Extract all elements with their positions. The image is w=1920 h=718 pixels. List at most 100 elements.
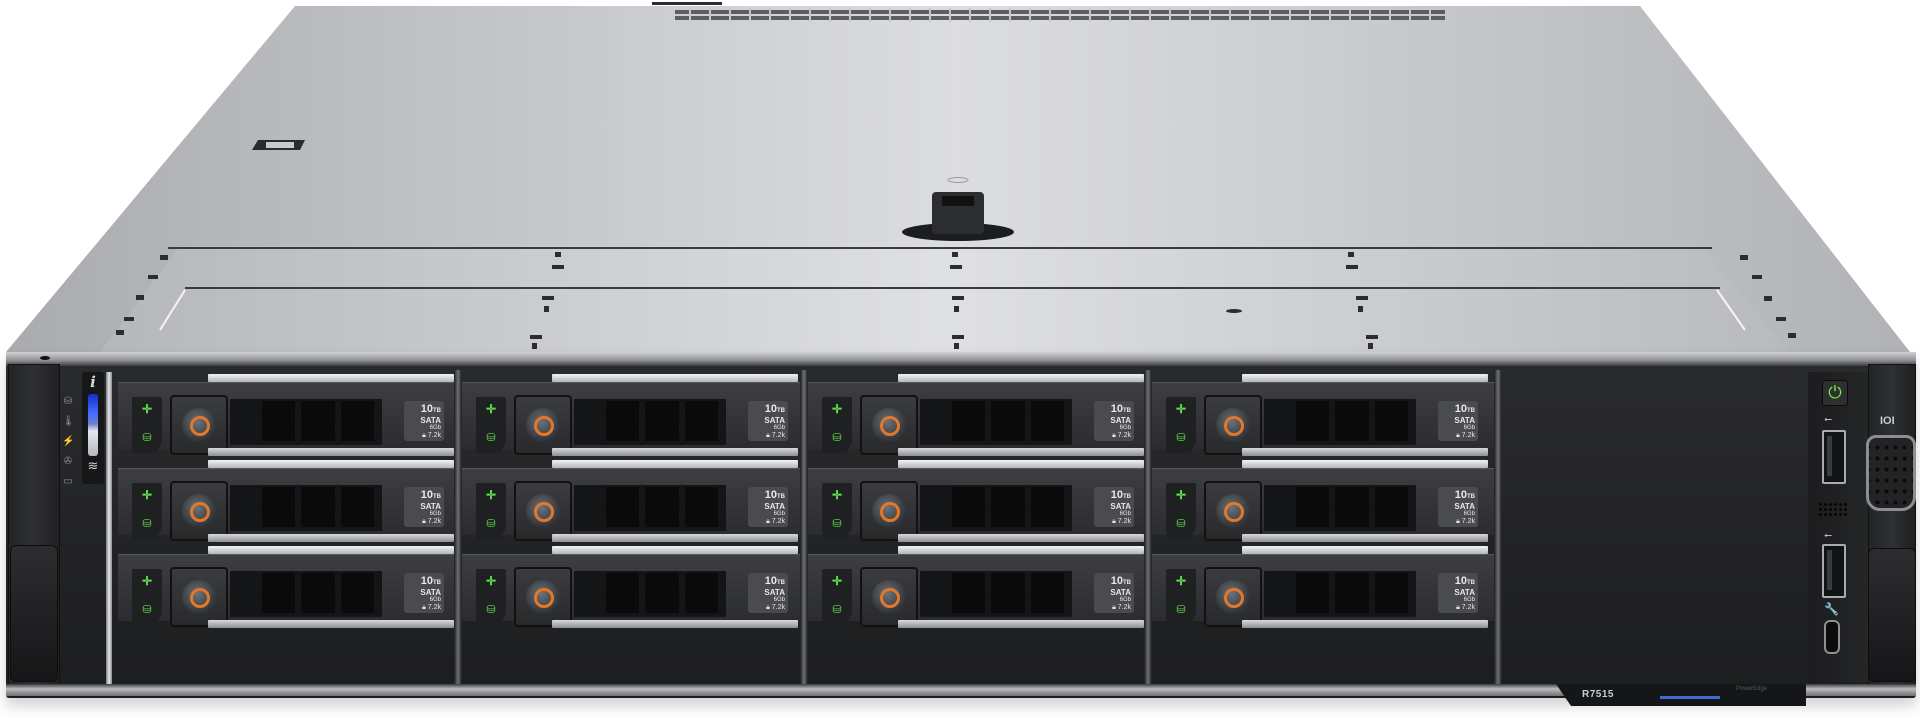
idrac-direct-port[interactable] — [1824, 620, 1840, 654]
drive-interface: SATA — [420, 416, 441, 425]
drive-activity-led-icon: ✛ — [831, 402, 843, 416]
release-ring-icon — [1224, 588, 1244, 608]
drive-rail-bottom — [208, 448, 454, 456]
drive-grille — [574, 485, 726, 531]
front-top-rail — [6, 352, 1916, 366]
drive-release-button[interactable] — [514, 567, 572, 627]
drive-release-button[interactable] — [170, 567, 228, 627]
drive-release-button[interactable] — [860, 567, 918, 627]
drive-rpm: 7.2k — [427, 604, 441, 611]
drive-capacity: 10 — [420, 575, 433, 587]
drive-rpm: 7.2k — [771, 604, 785, 611]
drive-rail-top — [1242, 460, 1488, 468]
release-knob — [872, 580, 906, 614]
drive-link-speed: 6Gb — [773, 425, 785, 431]
lock-icon: 🔒︎ — [1112, 432, 1118, 439]
drive-release-button[interactable] — [860, 395, 918, 455]
drive-grille — [230, 399, 382, 445]
usb-port-2[interactable] — [1822, 544, 1846, 598]
vga-icon: IOI — [1880, 415, 1895, 427]
right-rack-handle[interactable] — [1868, 548, 1916, 682]
system-id-info-icon[interactable]: i — [90, 373, 96, 391]
system-health-icons: ⛁ 🌡 ⚡ ✇ ▭ — [62, 396, 76, 496]
drive-status-led-icon: ⛁ — [832, 432, 842, 444]
tag-accent-bar — [1660, 696, 1720, 699]
drive-rail-bottom — [1242, 534, 1488, 542]
drive-grille — [230, 571, 382, 617]
release-knob — [1216, 494, 1250, 528]
model-tag: R7515 PowerEdge — [1556, 684, 1806, 706]
drive-link-speed: 6Gb — [429, 511, 441, 517]
drive-release-button[interactable] — [514, 481, 572, 541]
lock-icon: 🔒︎ — [766, 432, 772, 439]
drive-rail-top — [898, 546, 1144, 554]
drive-activity-led-icon: ✛ — [141, 402, 153, 416]
drive-capacity-unit: TB — [1467, 494, 1475, 500]
drive-capacity-unit: TB — [777, 408, 785, 414]
release-knob — [872, 408, 906, 442]
drive-release-button[interactable] — [514, 395, 572, 455]
drive-interface: SATA — [1454, 502, 1475, 511]
left-rack-handle[interactable] — [10, 545, 58, 682]
drive-capacity: 10 — [1454, 403, 1467, 415]
drive-led-panel: ✛⛁ — [476, 569, 506, 625]
drive-activity-led-icon: ✛ — [485, 402, 497, 416]
lock-icon: 🔒︎ — [1456, 604, 1462, 611]
drive-activity-led-icon: ✛ — [141, 574, 153, 588]
usb-port-1[interactable] — [1822, 430, 1846, 484]
rack-screw — [40, 356, 50, 360]
drive-capacity: 10 — [1110, 403, 1123, 415]
drive-release-button[interactable] — [1204, 481, 1262, 541]
drive-interface: SATA — [1110, 588, 1131, 597]
drive-rail-top — [552, 460, 798, 468]
drive-capacity-unit: TB — [1123, 408, 1131, 414]
drive-release-button[interactable] — [1204, 567, 1262, 627]
usb-icon: ⭠ — [1824, 530, 1832, 541]
drive-release-button[interactable] — [170, 395, 228, 455]
drive-interface: SATA — [764, 502, 785, 511]
drive-led-panel: ✛⛁ — [132, 397, 162, 453]
drive-grille — [1264, 485, 1416, 531]
drive-rpm: 7.2k — [427, 518, 441, 525]
release-ring-icon — [534, 502, 554, 522]
drive-status-led-icon: ⛁ — [142, 432, 152, 444]
drive-interface: SATA — [764, 416, 785, 425]
drive-release-button[interactable] — [860, 481, 918, 541]
vga-port[interactable] — [1866, 435, 1916, 511]
drive-release-button[interactable] — [1204, 395, 1262, 455]
drive-rpm: 7.2k — [1117, 432, 1131, 439]
drive-release-button[interactable] — [170, 481, 228, 541]
drive-rail-bottom — [1242, 448, 1488, 456]
drive-rail-top — [1242, 374, 1488, 382]
drive-capacity-unit: TB — [777, 580, 785, 586]
release-knob — [872, 494, 906, 528]
wireless-quick-sync-icon[interactable]: ≋ — [87, 458, 99, 473]
power-button[interactable]: ⏻ — [1822, 380, 1848, 406]
drive-rail-top — [552, 546, 798, 554]
drive-link-speed: 6Gb — [1463, 511, 1475, 517]
drive-grille — [920, 485, 1072, 531]
